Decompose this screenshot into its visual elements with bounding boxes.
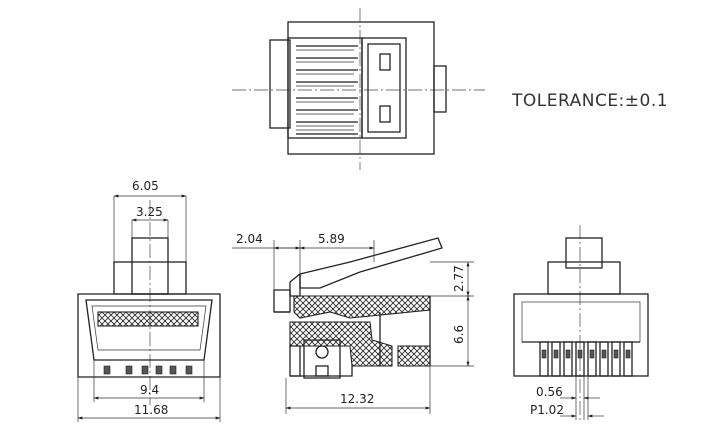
dim-side-offset: 2.04 — [236, 232, 263, 246]
dim-side-total-length: 12.32 — [340, 392, 374, 406]
side-view: 2.04 5.89 2.77 6.6 12.32 — [232, 232, 474, 414]
dim-end-contact-width: 0.56 — [536, 385, 563, 399]
dim-front-contact-span: 9.4 — [140, 383, 159, 397]
dim-front-total-width: 11.68 — [134, 403, 168, 417]
dim-front-tab-width: 3.25 — [136, 205, 163, 219]
dim-side-body-height: 6.6 — [452, 325, 466, 344]
end-view: 0.56 P1.02 — [513, 225, 649, 420]
top-view-contacts — [296, 45, 358, 135]
dim-front-top-width: 6.05 — [132, 179, 159, 193]
front-view: 6.05 3.25 9.4 11.68 — [77, 179, 221, 422]
top-view: TOLERANCE:±0.1 — [232, 8, 668, 170]
end-view-contacts — [539, 341, 633, 377]
tolerance-note: TOLERANCE:±0.1 — [511, 91, 668, 111]
dim-side-latch-height: 2.77 — [452, 265, 466, 292]
front-view-contacts — [103, 365, 193, 375]
dim-end-pitch: P1.02 — [530, 403, 564, 417]
dim-side-top-length: 5.89 — [318, 232, 345, 246]
